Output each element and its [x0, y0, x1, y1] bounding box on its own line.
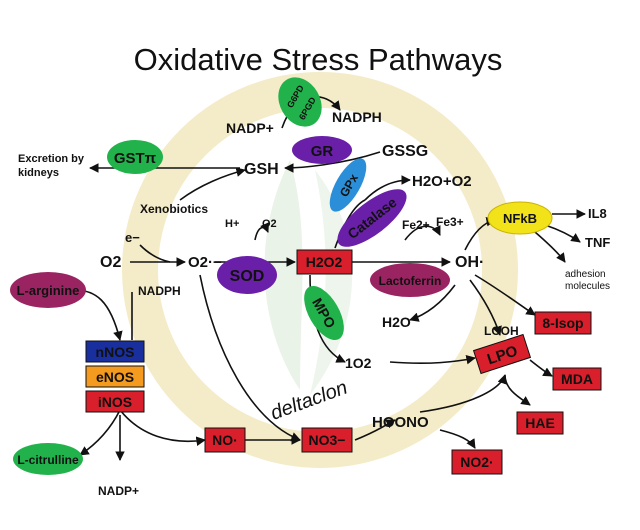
edge-lpo-mda	[529, 359, 553, 377]
nadph-top-label: NADPH	[332, 109, 382, 125]
enos-label: eNOS	[96, 369, 134, 385]
edge-superoxide-no3	[199, 274, 301, 442]
edge-nos-no	[119, 409, 206, 446]
molecules-label: molecules	[565, 281, 610, 292]
8isop-box: 8-Isop	[534, 311, 592, 335]
sod-label: SOD	[230, 268, 265, 285]
lactoferrin-node: Lactoferrin	[370, 263, 450, 297]
edge-oh-lpo	[469, 279, 502, 336]
mda-label: MDA	[561, 371, 593, 387]
no2-box: NO2·	[451, 449, 503, 475]
edge-h2o2-gpx	[334, 199, 366, 249]
edge-no3-hoono	[354, 419, 396, 441]
h2o-o2-label: H2O+O2	[412, 173, 472, 190]
edge-sod-o2	[254, 222, 270, 241]
h2o2-box: H2O2	[296, 249, 353, 275]
diagram-title: Oxidative Stress Pathways	[134, 42, 503, 77]
superoxide-label: O2·−	[188, 254, 222, 271]
edge-e-in	[139, 244, 171, 263]
gst-label: GSTπ	[114, 150, 157, 167]
adhesion-label: adhesion	[565, 269, 606, 280]
no3-box: NO3−	[301, 427, 353, 453]
o2-label: O2	[100, 254, 121, 271]
tnf-label: TNF	[585, 235, 610, 250]
gr-label: GR	[311, 143, 334, 160]
excretion-label: Excretion by	[18, 153, 85, 165]
fe2-label: Fe2+	[402, 218, 430, 232]
nadph-left-label: NADPH	[138, 284, 181, 298]
mda-box: MDA	[552, 367, 602, 391]
xenobiotics-label: Xenobiotics	[140, 202, 208, 216]
no-label: NO·	[212, 432, 238, 448]
gssg-label: GSSG	[382, 143, 428, 160]
hae-label: HAE	[525, 415, 555, 431]
l-arginine-node: L-arginine	[10, 272, 86, 308]
edge-xeno-gsh	[179, 167, 246, 201]
gst-node: GSTπ	[107, 140, 163, 174]
fe3-label: Fe3+	[436, 215, 464, 229]
sod-node: SOD	[217, 256, 277, 294]
inos-label: iNOS	[98, 394, 132, 410]
singlet-o2-label: 1O2	[345, 355, 372, 371]
edge-gpx-h2o-o2	[364, 175, 411, 201]
nadp-bottom-label: NADP+	[98, 484, 139, 498]
h2o2-label: H2O2	[306, 254, 343, 270]
hae-box: HAE	[516, 411, 564, 435]
lactoferrin-label: Lactoferrin	[379, 274, 442, 288]
edge-hoono-lpo	[419, 374, 507, 413]
l-arginine-label: L-arginine	[17, 283, 80, 298]
edge-nfkb-tnf	[544, 224, 581, 243]
o2-small-label: O2	[262, 218, 277, 230]
gr-node: GR	[292, 136, 352, 164]
nadp-top-label: NADP+	[226, 120, 274, 136]
nfkb-node: NFkB	[487, 201, 553, 235]
no2-label: NO2·	[460, 454, 493, 470]
watermark-logo: deltaclon	[268, 377, 351, 425]
8isop-label: 8-Isop	[542, 315, 583, 331]
nnos-label: nNOS	[96, 344, 135, 360]
l-citrulline-node: L-citrulline	[13, 443, 83, 475]
oh-label: OH·	[455, 254, 484, 271]
kidneys-label: kidneys	[18, 167, 59, 179]
edge-nos-citrulline	[79, 409, 121, 456]
edge-lpo-hae	[504, 374, 531, 406]
mpo-node: MPO	[304, 285, 344, 341]
hoono-label: HOONO	[372, 414, 429, 431]
g6pd-6pgd-node: G6PD 6PGD	[278, 77, 322, 127]
looh-label: LOOH	[484, 324, 519, 338]
edge-gssg-gsh	[284, 151, 381, 173]
no-box: NO·	[204, 427, 246, 453]
edge-nfkb-adhesion	[534, 231, 566, 263]
h2o-label: H2O	[382, 314, 411, 330]
nos-stack: nNOS eNOS iNOS	[85, 340, 145, 413]
h-plus-label: H+	[225, 218, 239, 230]
no3-label: NO3−	[309, 432, 346, 448]
edge-oh-h2o	[409, 284, 456, 322]
il8-label: IL8	[588, 206, 607, 221]
e-label: e−	[125, 230, 140, 245]
l-citrulline-label: L-citrulline	[17, 453, 79, 467]
edge-oh-8isop	[474, 274, 536, 316]
catalase-node: Catalase	[337, 189, 407, 247]
edge-fe	[404, 225, 441, 241]
gsh-label: GSH	[244, 161, 279, 178]
nfkb-label: NFkB	[503, 211, 537, 226]
edge-singlet-lpo	[389, 354, 476, 365]
edge-hoono-no2	[439, 429, 476, 449]
text-labels: NADP+ NADPH GSSG GSH Excretion by kidney…	[18, 109, 610, 498]
